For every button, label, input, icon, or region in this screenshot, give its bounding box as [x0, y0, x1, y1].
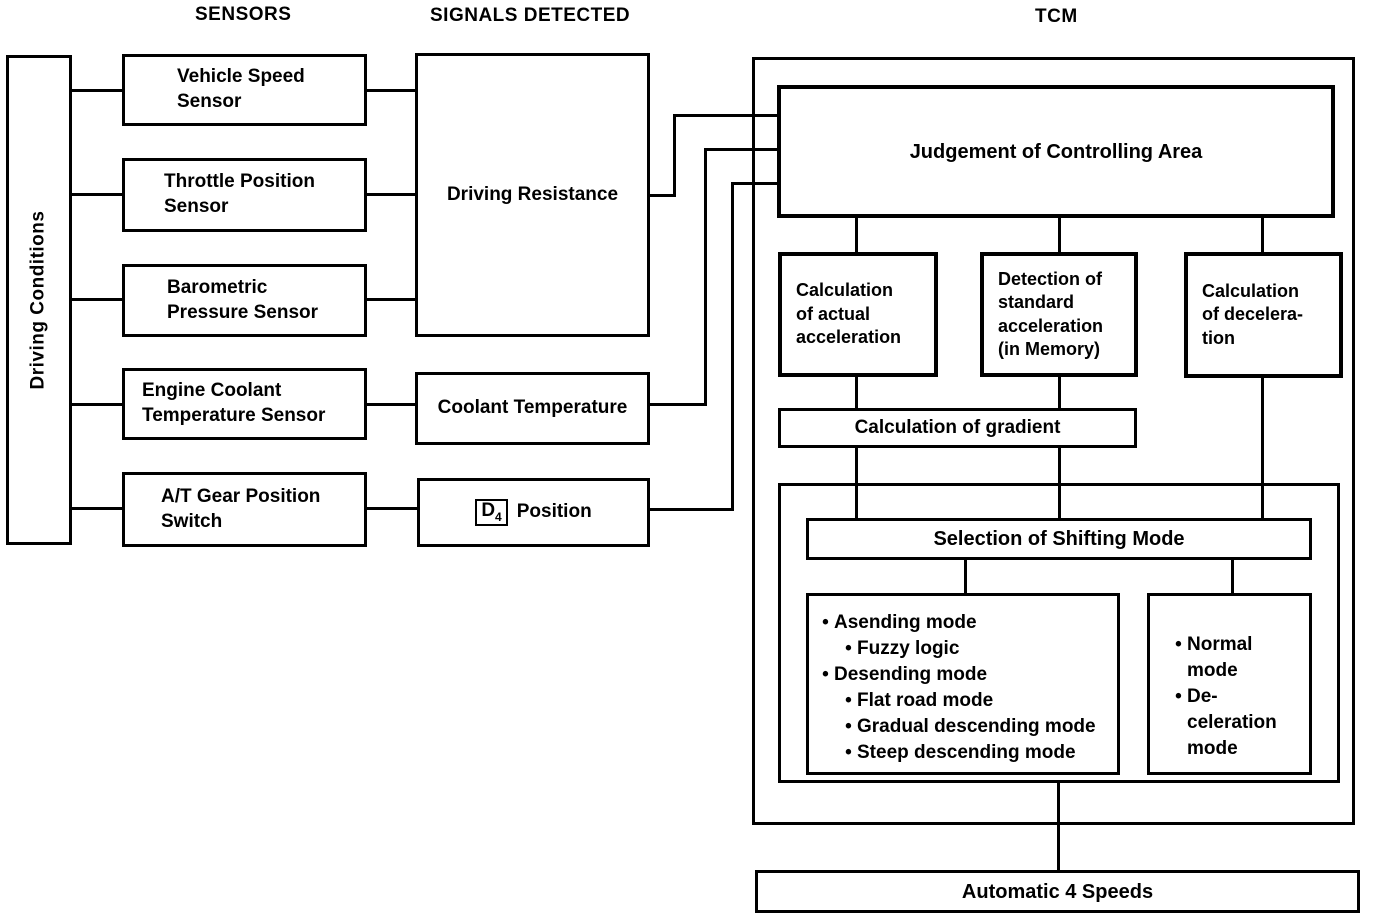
mode-item-fuzzy-logic: •Fuzzy logic — [840, 636, 1111, 662]
header-signals-detected: SIGNALS DETECTED — [430, 5, 631, 26]
connector-dr-elbow-h — [650, 194, 676, 197]
mode-item-gradual-descending: •Gradual descending mode — [840, 714, 1111, 740]
bullet-icon: • — [822, 612, 829, 633]
judgement-controlling-area-box: Judgement of Controlling Area — [777, 85, 1335, 218]
connector-ct-elbow-h — [650, 403, 707, 406]
connector-tps-driving-resistance — [367, 193, 415, 196]
bullet-icon: • — [845, 742, 852, 763]
mode-item-normal: •Normal mode — [1170, 632, 1305, 684]
automatic-4-speeds-box: Automatic 4 Speeds — [755, 870, 1360, 913]
connector-gradient-selection-left — [855, 448, 858, 518]
calc-actual-acceleration-box: Calculation of actual acceleration — [778, 252, 938, 377]
connector-judgement-detection — [1058, 218, 1061, 252]
engine-coolant-temperature-sensor-box: Engine Coolant Temperature Sensor — [122, 368, 367, 440]
judgement-controlling-area-label: Judgement of Controlling Area — [909, 140, 1203, 163]
connector-dc-coolant — [72, 403, 122, 406]
vehicle-speed-sensor-label: Vehicle Speed Sensor — [177, 66, 305, 112]
engine-coolant-temperature-sensor-label: Engine Coolant Temperature Sensor — [142, 380, 326, 426]
bullet-icon: • — [845, 716, 852, 737]
connector-d4-elbow-h — [650, 508, 734, 511]
selection-shifting-mode-box: Selection of Shifting Mode — [806, 518, 1312, 560]
connector-dc-throttle — [72, 193, 122, 196]
header-sensors: SENSORS — [195, 4, 292, 25]
bullet-icon: • — [845, 690, 852, 711]
header-tcm: TCM — [1035, 6, 1078, 27]
driving-resistance-box: Driving Resistance — [415, 53, 650, 337]
detection-standard-acceleration-label: Detection of standard acceleration (in M… — [998, 268, 1104, 359]
connector-selection-normal-modes — [1231, 560, 1234, 593]
selection-shifting-mode-label: Selection of Shifting Mode — [933, 528, 1185, 550]
connector-ct-elbow-v — [704, 148, 707, 406]
normal-deceleration-modes-box: •Normal mode •De- celeration mode — [1147, 593, 1312, 775]
connector-gradient-selection-right — [1058, 448, 1061, 518]
vehicle-speed-sensor-box: Vehicle Speed Sensor — [122, 54, 367, 126]
calc-gradient-box: Calculation of gradient — [778, 408, 1137, 448]
d4-position-box: D4 Position — [417, 478, 650, 547]
mode-item-steep-descending: •Steep descending mode — [840, 740, 1111, 766]
connector-ects-coolant-temp — [367, 403, 415, 406]
barometric-pressure-sensor-box: Barometric Pressure Sensor — [122, 264, 367, 337]
throttle-position-sensor-box: Throttle Position Sensor — [122, 158, 367, 232]
connector-atg-d4-position — [367, 507, 417, 510]
connector-dr-judgement — [673, 114, 777, 117]
d4-letter: D — [481, 499, 496, 521]
connector-d4-judgement — [731, 182, 777, 185]
d4-position-label: Position — [516, 501, 592, 523]
connector-bps-driving-resistance — [367, 298, 415, 301]
connector-dc-barometric — [72, 298, 122, 301]
tcm-outer-box — [752, 57, 1355, 825]
connector-d4-elbow-v — [731, 182, 734, 511]
connector-detection-gradient — [1058, 377, 1061, 408]
connector-judgement-calc-actual — [855, 218, 858, 252]
d4-subscript: 4 — [495, 509, 502, 524]
coolant-temperature-label: Coolant Temperature — [437, 397, 628, 419]
shift-modes-list-box: •Asending mode •Fuzzy logic •Desending m… — [806, 593, 1120, 775]
bullet-icon: • — [845, 638, 852, 659]
bullet-icon: • — [822, 664, 829, 685]
connector-decel-selection — [1261, 378, 1264, 518]
coolant-temperature-box: Coolant Temperature — [415, 372, 650, 445]
calc-deceleration-box: Calculation of decelera- tion — [1184, 252, 1343, 378]
throttle-position-sensor-label: Throttle Position Sensor — [164, 171, 315, 217]
connector-dc-at-gear — [72, 507, 122, 510]
mode-item-flat-road: •Flat road mode — [840, 688, 1111, 714]
automatic-4-speeds-label: Automatic 4 Speeds — [961, 880, 1154, 903]
at-gear-position-switch-box: A/T Gear Position Switch — [122, 472, 367, 547]
bullet-icon: • — [1175, 634, 1182, 655]
mode-item-descending: •Desending mode — [817, 662, 1111, 688]
driving-conditions-box: Driving Conditions — [6, 55, 72, 545]
detection-standard-acceleration-box: Detection of standard acceleration (in M… — [980, 252, 1138, 377]
connector-tcm-automatic-speeds — [1057, 783, 1060, 870]
mode-item-ascending: •Asending mode — [817, 610, 1111, 636]
d4-gear-icon: D4 — [475, 498, 508, 527]
bullet-icon: • — [1175, 686, 1182, 707]
calc-deceleration-label: Calculation of decelera- tion — [1202, 280, 1304, 348]
at-gear-position-switch-label: A/T Gear Position Switch — [161, 485, 321, 532]
connector-ct-judgement — [704, 148, 777, 151]
driving-conditions-label: Driving Conditions — [27, 210, 49, 390]
mode-item-deceleration: •De- celeration mode — [1170, 684, 1305, 762]
connector-dr-elbow-v — [673, 114, 676, 197]
connector-selection-shift-modes — [964, 560, 967, 593]
calc-gradient-label: Calculation of gradient — [854, 416, 1061, 438]
calc-actual-acceleration-label: Calculation of actual acceleration — [796, 280, 902, 348]
barometric-pressure-sensor-label: Barometric Pressure Sensor — [167, 276, 319, 323]
driving-resistance-label: Driving Resistance — [446, 183, 619, 205]
connector-judgement-calc-decel — [1261, 218, 1264, 252]
connector-calc-actual-gradient — [855, 377, 858, 408]
connector-vss-driving-resistance — [367, 89, 415, 92]
connector-dc-vehicle-speed — [72, 89, 122, 92]
